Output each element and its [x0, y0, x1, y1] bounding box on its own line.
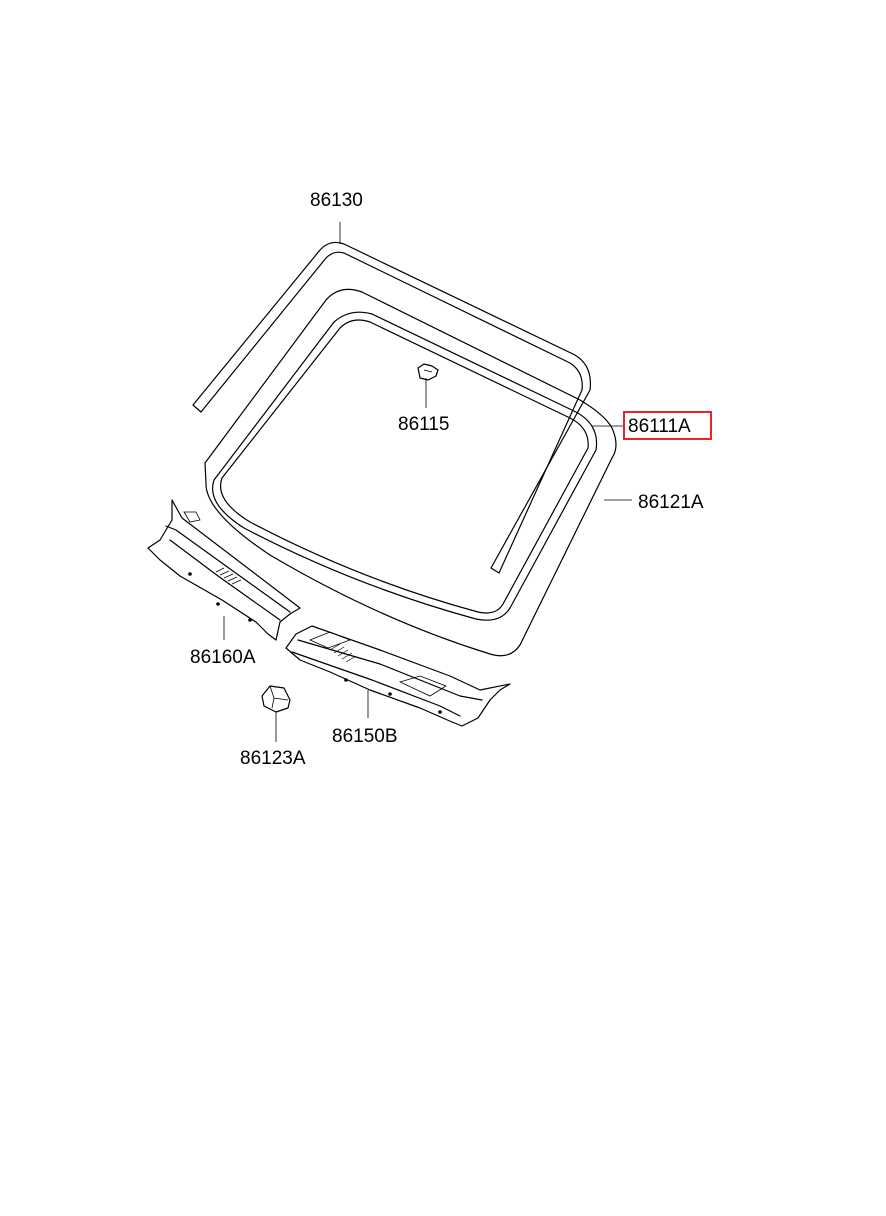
label-86130[interactable]: 86130	[310, 190, 363, 211]
cowl-cover-86160A[interactable]	[147, 499, 301, 641]
label-86160A[interactable]: 86160A	[190, 647, 256, 668]
molding-86130[interactable]	[192, 241, 592, 574]
cowl-cover-86150B[interactable]	[285, 625, 511, 727]
stopper-86123A[interactable]	[261, 685, 291, 713]
highlight-box	[623, 411, 712, 440]
label-86115[interactable]: 86115	[398, 414, 449, 435]
label-86121A[interactable]: 86121A	[638, 492, 704, 513]
label-86150B[interactable]: 86150B	[332, 726, 398, 747]
leader-lines	[223, 222, 632, 742]
clip-86115[interactable]	[417, 363, 439, 381]
windshield-glass-86111A[interactable]	[204, 288, 617, 657]
label-86123A[interactable]: 86123A	[240, 748, 306, 769]
label-86111A[interactable]: 86111A	[628, 416, 691, 437]
glass-seal-86121A[interactable]	[212, 311, 598, 621]
